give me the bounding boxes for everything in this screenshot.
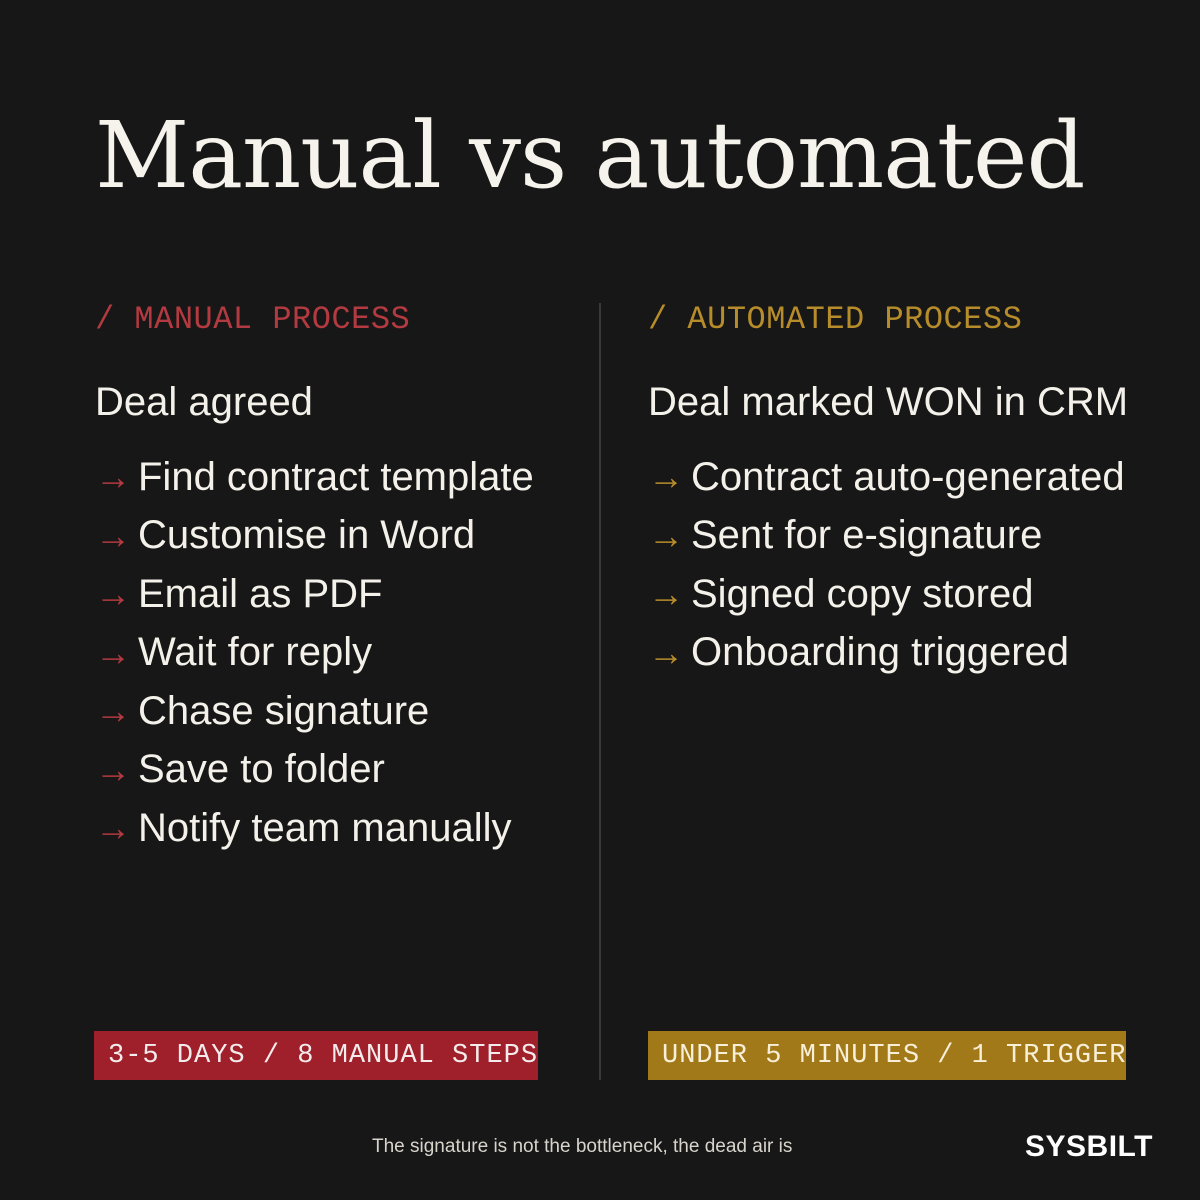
manual-step: →Chase signature	[95, 672, 534, 751]
manual-step: →Notify team manually	[95, 789, 534, 868]
arrow-right-icon: →	[95, 631, 131, 673]
manual-step-label: Save to folder	[138, 747, 385, 792]
arrow-right-icon: →	[95, 456, 131, 498]
manual-start-label: Deal agreed	[95, 380, 313, 424]
arrow-right-icon: →	[648, 514, 684, 556]
automated-step-list: →Contract auto-generated →Sent for e-sig…	[648, 455, 1125, 693]
automated-step-label: Onboarding triggered	[691, 630, 1070, 675]
manual-step: →Wait for reply	[95, 614, 534, 693]
manual-step-list: →Find contract template →Customise in Wo…	[95, 455, 534, 868]
manual-summary-badge: 3-5 DAYS / 8 MANUAL STEPS	[94, 1031, 538, 1080]
arrow-right-icon: →	[95, 690, 131, 732]
manual-step: →Customise in Word	[95, 497, 534, 576]
arrow-right-icon: →	[95, 807, 131, 849]
automated-step-label: Contract auto-generated	[691, 454, 1125, 499]
manual-step: →Save to folder	[95, 731, 534, 810]
automated-step-label: Signed copy stored	[691, 571, 1034, 616]
arrow-right-icon: →	[648, 631, 684, 673]
automated-step: →Sent for e-signature	[648, 497, 1125, 576]
automated-summary-badge: UNDER 5 MINUTES / 1 TRIGGER	[648, 1031, 1126, 1080]
automated-step: →Signed copy stored	[648, 555, 1125, 634]
manual-step: →Email as PDF	[95, 555, 534, 634]
manual-column: / MANUAL PROCESS Deal agreed →Find contr…	[95, 300, 590, 850]
manual-step-label: Find contract template	[138, 454, 534, 499]
manual-step-label: Email as PDF	[138, 571, 383, 616]
arrow-right-icon: →	[648, 456, 684, 498]
manual-heading: / MANUAL PROCESS	[95, 301, 411, 338]
column-divider	[599, 303, 601, 1080]
automated-step: →Contract auto-generated	[648, 438, 1125, 517]
manual-step: →Find contract template	[95, 438, 534, 517]
automated-step-label: Sent for e-signature	[691, 513, 1043, 558]
footer-tagline: The signature is not the bottleneck, the…	[372, 1136, 793, 1157]
manual-step-label: Wait for reply	[138, 630, 373, 675]
arrow-right-icon: →	[95, 573, 131, 615]
manual-step-label: Customise in Word	[138, 513, 476, 558]
arrow-right-icon: →	[95, 514, 131, 556]
automated-column: / AUTOMATED PROCESS Deal marked WON in C…	[648, 300, 1188, 674]
automated-heading: / AUTOMATED PROCESS	[648, 301, 1023, 338]
page-title: Manual vs automated	[95, 102, 1085, 209]
manual-step-label: Chase signature	[138, 688, 430, 733]
manual-step-label: Notify team manually	[138, 805, 512, 850]
brand-logo: SYSBILT	[1025, 1130, 1153, 1163]
arrow-right-icon: →	[648, 573, 684, 615]
arrow-right-icon: →	[95, 748, 131, 790]
automated-start-label: Deal marked WON in CRM	[648, 380, 1129, 424]
automated-step: →Onboarding triggered	[648, 614, 1125, 693]
